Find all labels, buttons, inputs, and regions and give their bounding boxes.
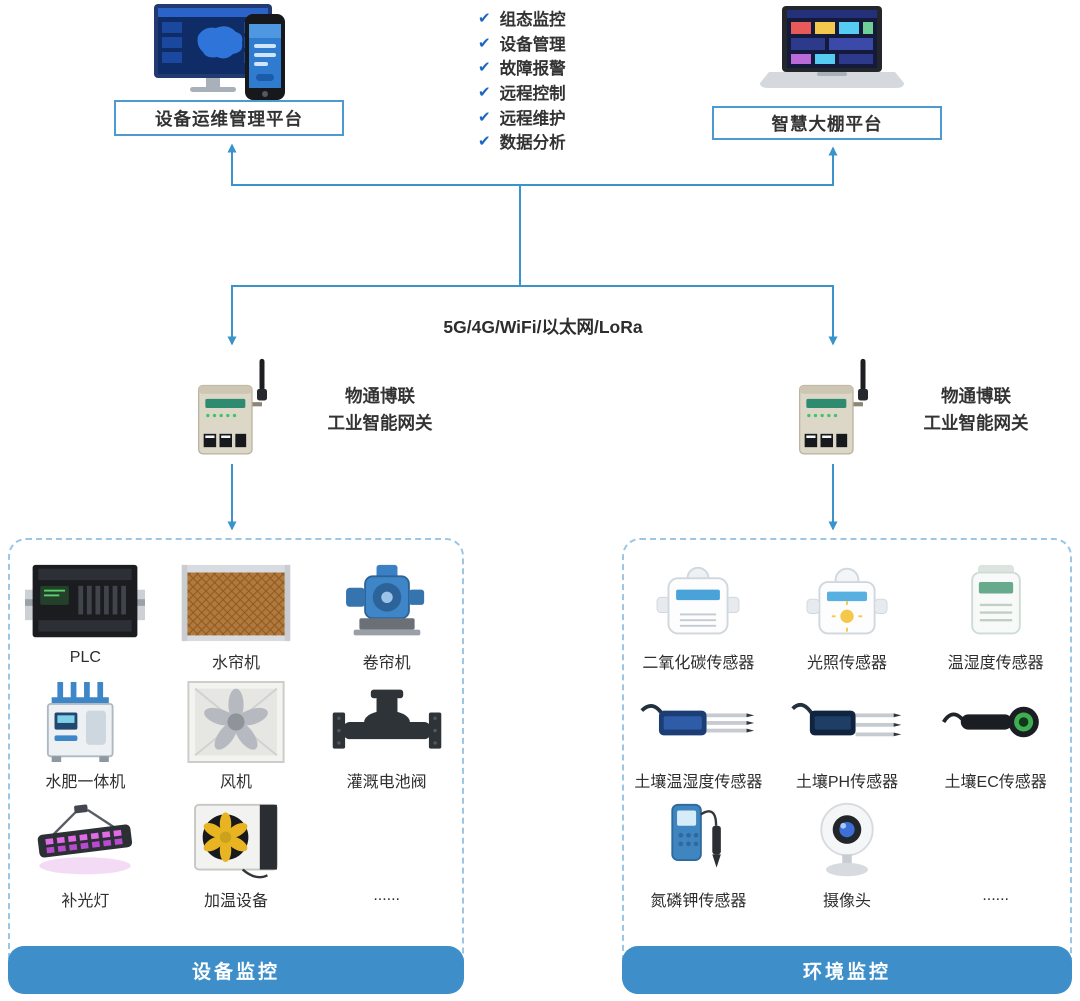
feature-item: ✔ 数据分析 [478,129,566,154]
feature-label: 组态监控 [499,11,566,30]
sensor-item: 摄像头 [773,792,922,911]
gateway-left-label: 物通博联 工业智能网关 [300,383,460,437]
platform-box-greenhouse: 智慧大棚平台 [712,106,942,140]
sensor-item-label: 土壤温湿度传感器 [634,774,763,791]
sensor-item-label: ...... [982,887,1009,904]
npk-sensor-icon [638,793,758,883]
check-icon: ✔ [478,10,491,28]
device-item-label: 风机 [219,774,252,791]
sensor-item: 土壤PH传感器 [773,673,922,792]
laptop-icon [760,6,904,88]
gateway-left-label-line2: 工业智能网关 [327,413,433,433]
device-panel-title: 设备监控 [191,961,280,983]
feature-item: ✔ 组态监控 [478,6,566,31]
check-icon: ✔ [478,84,491,102]
environment-panel-footer: 环境监控 [622,946,1072,994]
device-item: 水肥一体机 [10,673,161,792]
device-item: 水帘机 [161,554,312,673]
check-icon: ✔ [478,59,491,77]
platform-box-device-ops: 设备运维管理平台 [114,100,344,136]
gateway-right-label-line1: 物通博联 [941,386,1011,406]
soil-ec-sensor-icon [936,674,1056,764]
phone-illustration [243,12,287,102]
device-item-label: 卷帘机 [362,655,411,672]
soil-ph-sensor-icon [787,674,907,764]
device-item-label: 水肥一体机 [45,774,126,791]
sensor-item-label: 土壤PH传感器 [795,774,899,791]
roller-motor-icon [327,555,447,645]
platform-box-greenhouse-label: 智慧大棚平台 [771,113,883,134]
device-item: 补光灯 [10,792,161,911]
feature-item: ✔ 远程控制 [478,80,566,105]
sensor-item: 二氧化碳传感器 [624,554,773,673]
sensor-item: 温湿度传感器 [921,554,1070,673]
device-item-ellipsis: ...... [311,792,462,911]
camera-icon [787,793,907,883]
gateway-icon [799,358,868,455]
environment-panel-title: 环境监控 [802,961,891,983]
grow-light-icon [25,793,145,883]
sensor-item-label: 二氧化碳传感器 [642,655,755,672]
greenhouse-platform-illustration [757,4,907,94]
heater-icon [176,793,296,883]
device-item-label: 灌溉电池阀 [346,774,427,791]
sensor-item-label: 氮磷钾传感器 [650,893,747,910]
device-item-label: 水帘机 [211,655,260,672]
temp-humidity-sensor-icon [936,555,1056,645]
feature-label: 数据分析 [499,134,566,153]
device-panel-footer: 设备监控 [8,946,464,994]
sensor-item-label: 光照传感器 [806,655,887,672]
feature-label: 远程控制 [499,85,566,104]
feature-label: 远程维护 [499,109,566,128]
sensor-item: 光照传感器 [773,554,922,673]
gateway-right-label-line2: 工业智能网关 [923,413,1029,433]
device-item: PLC [10,554,161,673]
gateway-left-label-line1: 物通博联 [345,386,415,406]
network-label: 5G/4G/WiFi/以太网/LoRa [443,317,643,337]
irrigation-valve-icon [327,674,447,764]
sensor-item-ellipsis: ...... [921,792,1070,911]
device-item: 加温设备 [161,792,312,911]
check-icon: ✔ [478,133,491,151]
feature-item: ✔ 设备管理 [478,31,566,56]
plc-icon [25,555,146,645]
gateway-left-illustration [182,350,282,466]
feature-label: 设备管理 [499,35,566,54]
exhaust-fan-icon [176,674,296,764]
gateway-icon [198,358,267,455]
device-item: 灌溉电池阀 [311,673,462,792]
cooling-pad-icon [176,555,296,645]
device-item-label: PLC [69,649,101,666]
device-grid: PLC 水帘机 [10,540,462,911]
co2-sensor-icon [638,555,758,645]
feature-item: ✔ 远程维护 [478,104,566,129]
soil-temp-humidity-sensor-icon [638,674,758,764]
check-icon: ✔ [478,34,491,52]
check-icon: ✔ [478,108,491,126]
feature-list: ✔ 组态监控 ✔ 设备管理 ✔ 故障报警 ✔ 远程控制 ✔ 远程维护 ✔ 数据分… [478,6,566,154]
feature-label: 故障报警 [499,60,566,79]
sensor-item: 土壤温湿度传感器 [624,673,773,792]
sensor-item: 土壤EC传感器 [921,673,1070,792]
device-item-label: ...... [373,887,400,904]
sensor-item-label: 温湿度传感器 [947,655,1044,672]
gateway-right-illustration [783,350,883,466]
environment-panel: 二氧化碳传感器 光照传感器 [622,538,1072,994]
platform-box-device-ops-label: 设备运维管理平台 [155,108,303,129]
phone-icon [245,14,285,100]
device-item: 风机 [161,673,312,792]
device-item: 卷帘机 [311,554,462,673]
device-item-label: 加温设备 [203,893,268,910]
device-item-label: 补光灯 [61,893,110,910]
feature-item: ✔ 故障报警 [478,55,566,80]
sensor-item: 氮磷钾传感器 [624,792,773,911]
environment-grid: 二氧化碳传感器 光照传感器 [624,540,1070,911]
sensor-item-label: 土壤EC传感器 [944,774,1047,791]
sensor-item-label: 摄像头 [822,893,871,910]
gateway-right-label: 物通博联 工业智能网关 [896,383,1056,437]
device-panel: PLC 水帘机 [8,538,464,994]
light-sensor-icon [787,555,907,645]
fertigation-machine-icon [25,674,145,764]
